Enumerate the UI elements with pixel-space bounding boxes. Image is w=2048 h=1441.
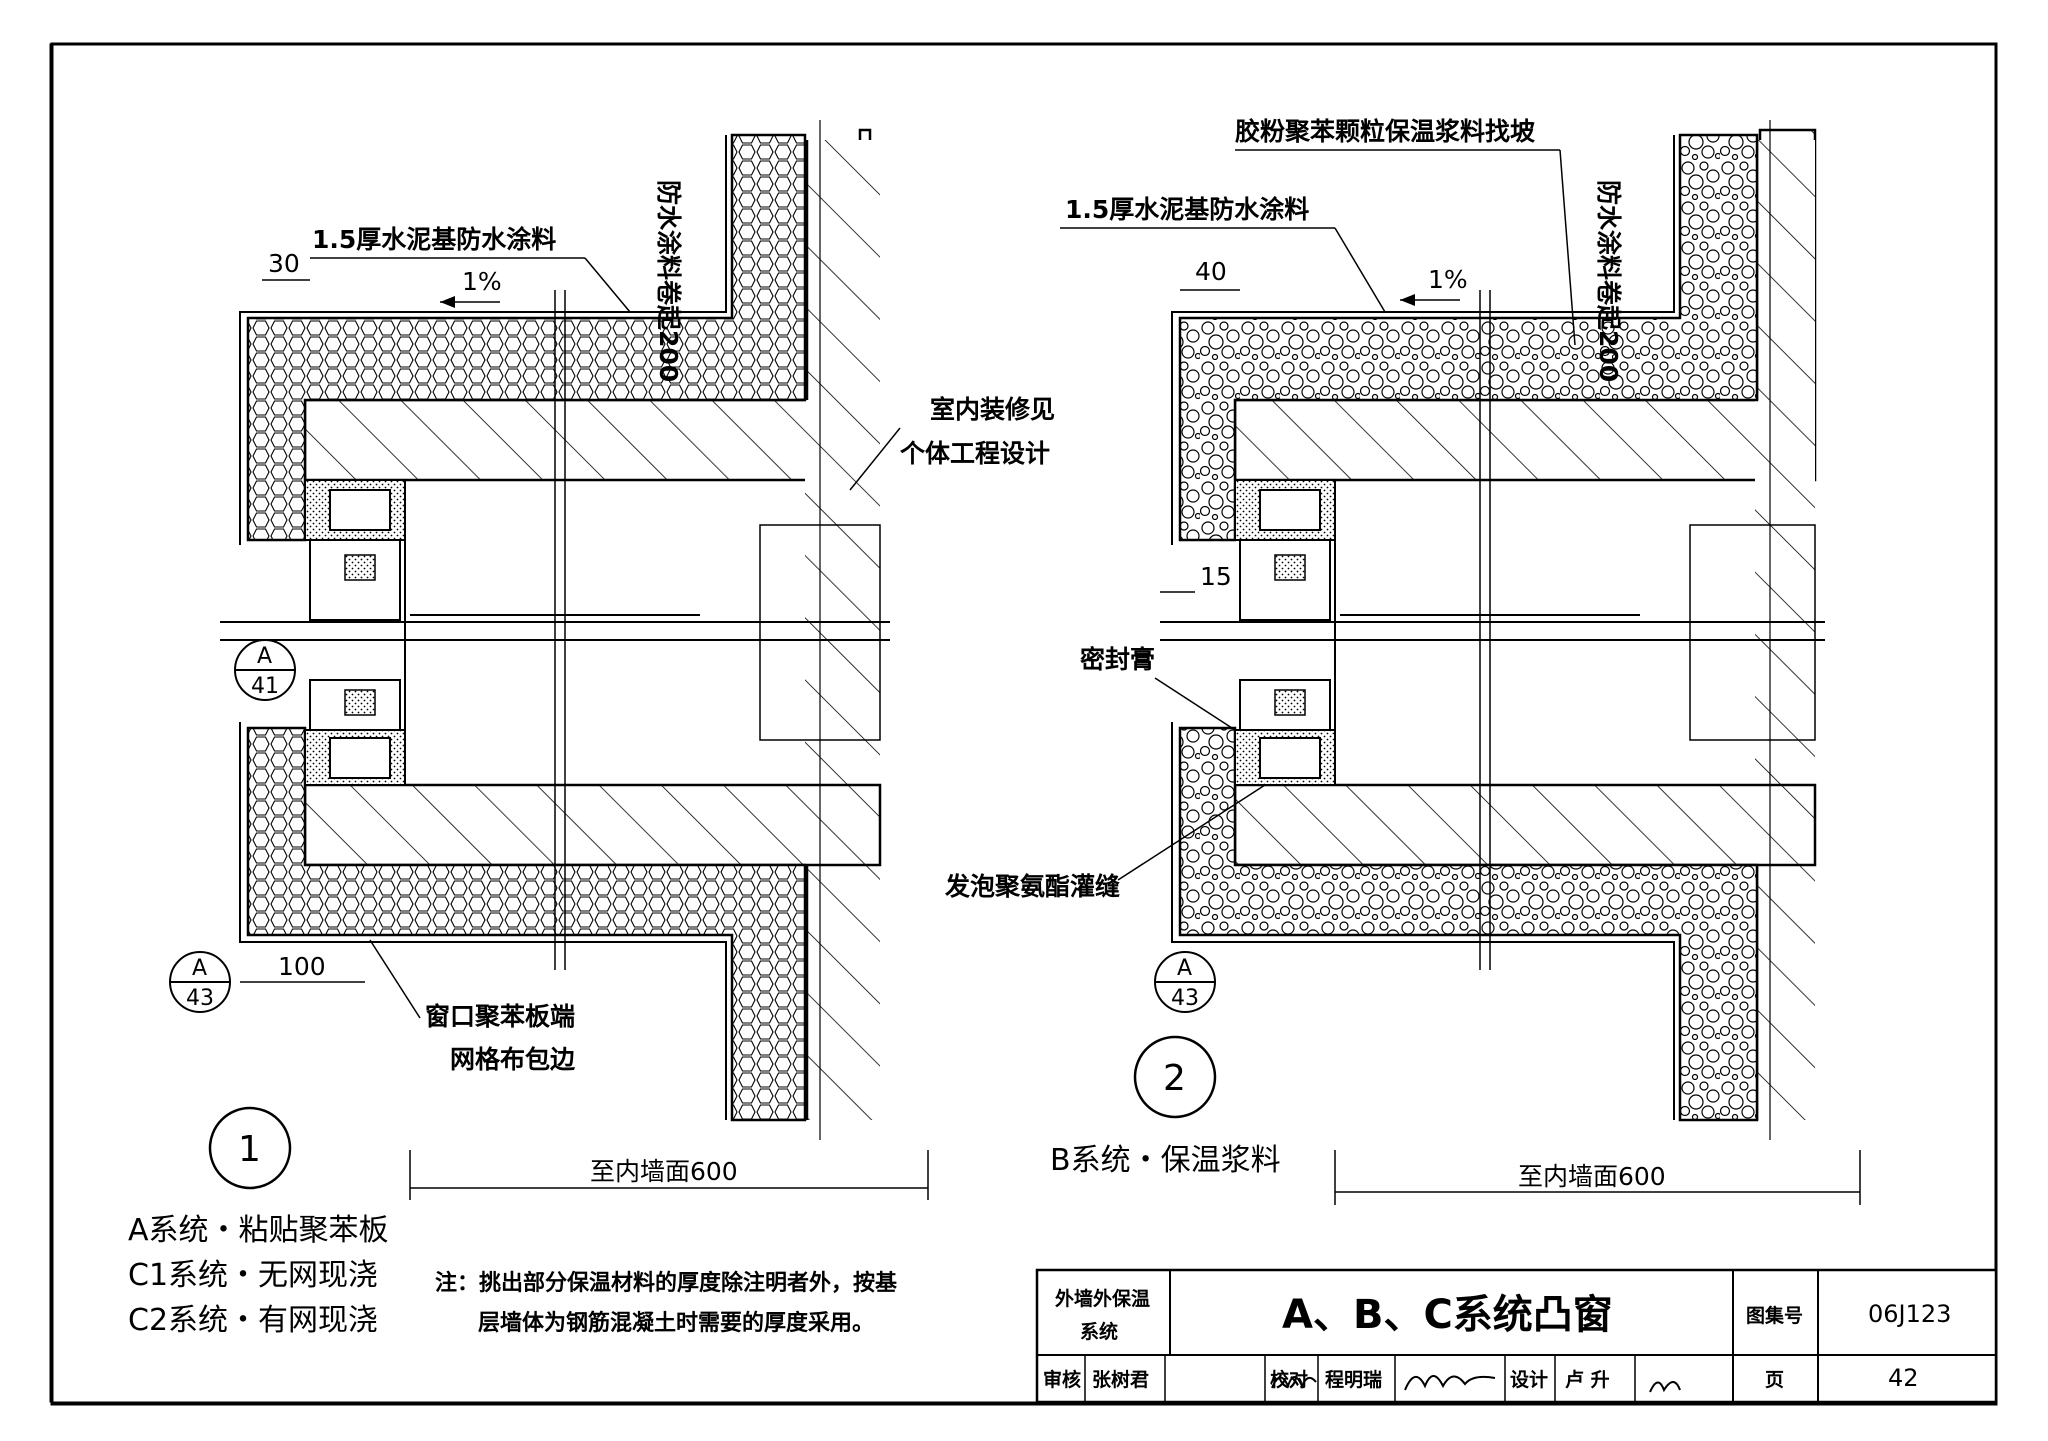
system-line-b: B系统・保温浆料 [1050,1143,1281,1178]
label-waterproof-2: 1.5厚水泥基防水涂料 [1065,195,1309,224]
svg-text:41: 41 [251,674,279,699]
system-line-1: A系统・粘贴聚苯板 [128,1213,389,1248]
ref-circle-top-1: A 41 [234,639,296,701]
tb-review-name: 张树君 [1092,1368,1149,1391]
ref-circle-bottom-2: A 43 [1154,951,1216,1013]
slope-1: 1% [462,267,502,296]
svg-text:A: A [257,644,272,669]
tb-category-1: 外墙外保温 [1055,1287,1150,1310]
system-line-2: C1系统・无网现浇 [128,1258,378,1293]
slope-2: 1% [1428,265,1468,294]
dim-width-2: 至内墙面600 [1518,1162,1666,1191]
detail-number-1: 1 [208,1106,292,1190]
tb-design-name: 卢 升 [1565,1368,1610,1391]
label-waterproof-1: 1.5厚水泥基防水涂料 [312,225,556,254]
tb-page-label: 页 [1765,1369,1784,1391]
tb-check-label: 校对 [1270,1368,1308,1391]
tb-page-value: 42 [1888,1364,1919,1392]
svg-text:43: 43 [1171,986,1199,1011]
svg-text:1: 1 [238,1129,261,1170]
system-line-3: C2系统・有网现浇 [128,1303,378,1338]
signature-review [1271,1376,1317,1389]
dim-gap-2: 15 [1200,562,1232,591]
signature-check [1404,1375,1496,1391]
label-interior-2: 个体工程设计 [900,439,1050,468]
dim-top-2: 40 [1195,257,1227,286]
dim-bottom-1: 100 [278,952,326,981]
svg-text:A: A [192,956,207,981]
label-interior-1: 室内装修见 [930,395,1055,424]
svg-text:A: A [1177,956,1192,981]
label-foam-2: 发泡聚氨酯灌缝 [944,872,1120,901]
note-line-1: 注：挑出部分保温材料的厚度除注明者外，按基 [435,1270,898,1296]
label-mesh-1: 窗口聚苯板端 [425,1002,575,1031]
tb-atlas-label: 图集号 [1746,1304,1803,1327]
detail-1-drawing [220,120,890,1140]
label-upturn-1: 防水涂料卷起200 [654,180,683,382]
label-mesh-2: 网格布包边 [450,1045,576,1074]
detail-2-drawing [1160,120,1825,1140]
tb-review-label: 审核 [1043,1368,1081,1391]
title-block [1035,1268,1998,1404]
tb-category-2: 系统 [1080,1320,1118,1343]
detail-number-2: 2 [1133,1035,1217,1119]
label-mortar-2: 胶粉聚苯颗粒保温浆料找坡 [1235,117,1535,146]
note-line-2: 层墙体为钢筋混凝土时需要的厚度采用。 [478,1310,874,1336]
label-sealant-2: 密封膏 [1080,645,1155,674]
label-upturn-2: 防水涂料卷起200 [1594,180,1623,382]
dim-top-1: 30 [268,249,300,278]
dim-width-1: 至内墙面600 [590,1157,738,1186]
svg-text:43: 43 [186,986,214,1011]
ref-circle-bottom-1: A 43 [169,951,231,1013]
signature-design [1649,1381,1681,1393]
tb-check-name: 程明瑞 [1325,1368,1382,1391]
tb-atlas-value: 06J123 [1868,1300,1951,1328]
tb-design-label: 设计 [1510,1369,1548,1391]
tb-title: A、B、C系统凸窗 [1282,1292,1613,1338]
svg-text:2: 2 [1163,1058,1186,1099]
